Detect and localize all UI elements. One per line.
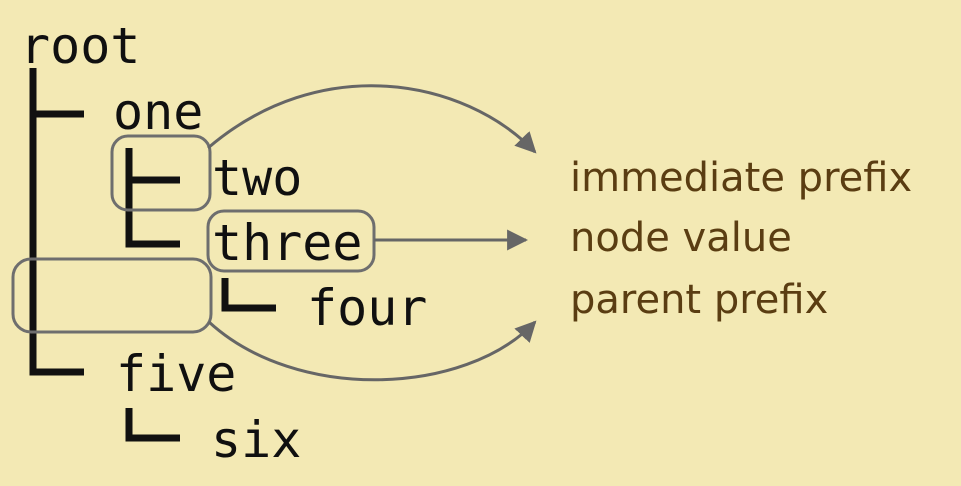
- legend: immediate prefix node value parent prefi…: [570, 155, 912, 323]
- tree-guides: [29, 68, 276, 442]
- legend-immediate-prefix: immediate prefix: [570, 155, 912, 201]
- root-branch-line: [29, 68, 84, 376]
- tree-node-two: two: [212, 149, 302, 207]
- legend-node-value: node value: [570, 215, 792, 261]
- tree-node-one: one: [113, 83, 203, 141]
- tree-node-root: root: [20, 17, 140, 75]
- four-connector: [221, 278, 276, 312]
- one-children-branch-line: [125, 148, 180, 248]
- tree-node-three: three: [212, 214, 363, 272]
- immediate-prefix-box: [110, 134, 212, 212]
- six-connector: [125, 408, 180, 442]
- immediate-prefix-arrow: [207, 84, 537, 154]
- parent-prefix-arrow: [207, 320, 537, 382]
- tree-labels: root one two three four five six: [20, 17, 427, 469]
- tree-node-five: five: [116, 345, 236, 403]
- tree-node-six: six: [211, 411, 301, 469]
- annotation-arrows: [207, 84, 537, 382]
- tree-node-four: four: [307, 279, 427, 337]
- parent-prefix-box: [11, 257, 213, 334]
- legend-parent-prefix: parent prefix: [570, 277, 828, 323]
